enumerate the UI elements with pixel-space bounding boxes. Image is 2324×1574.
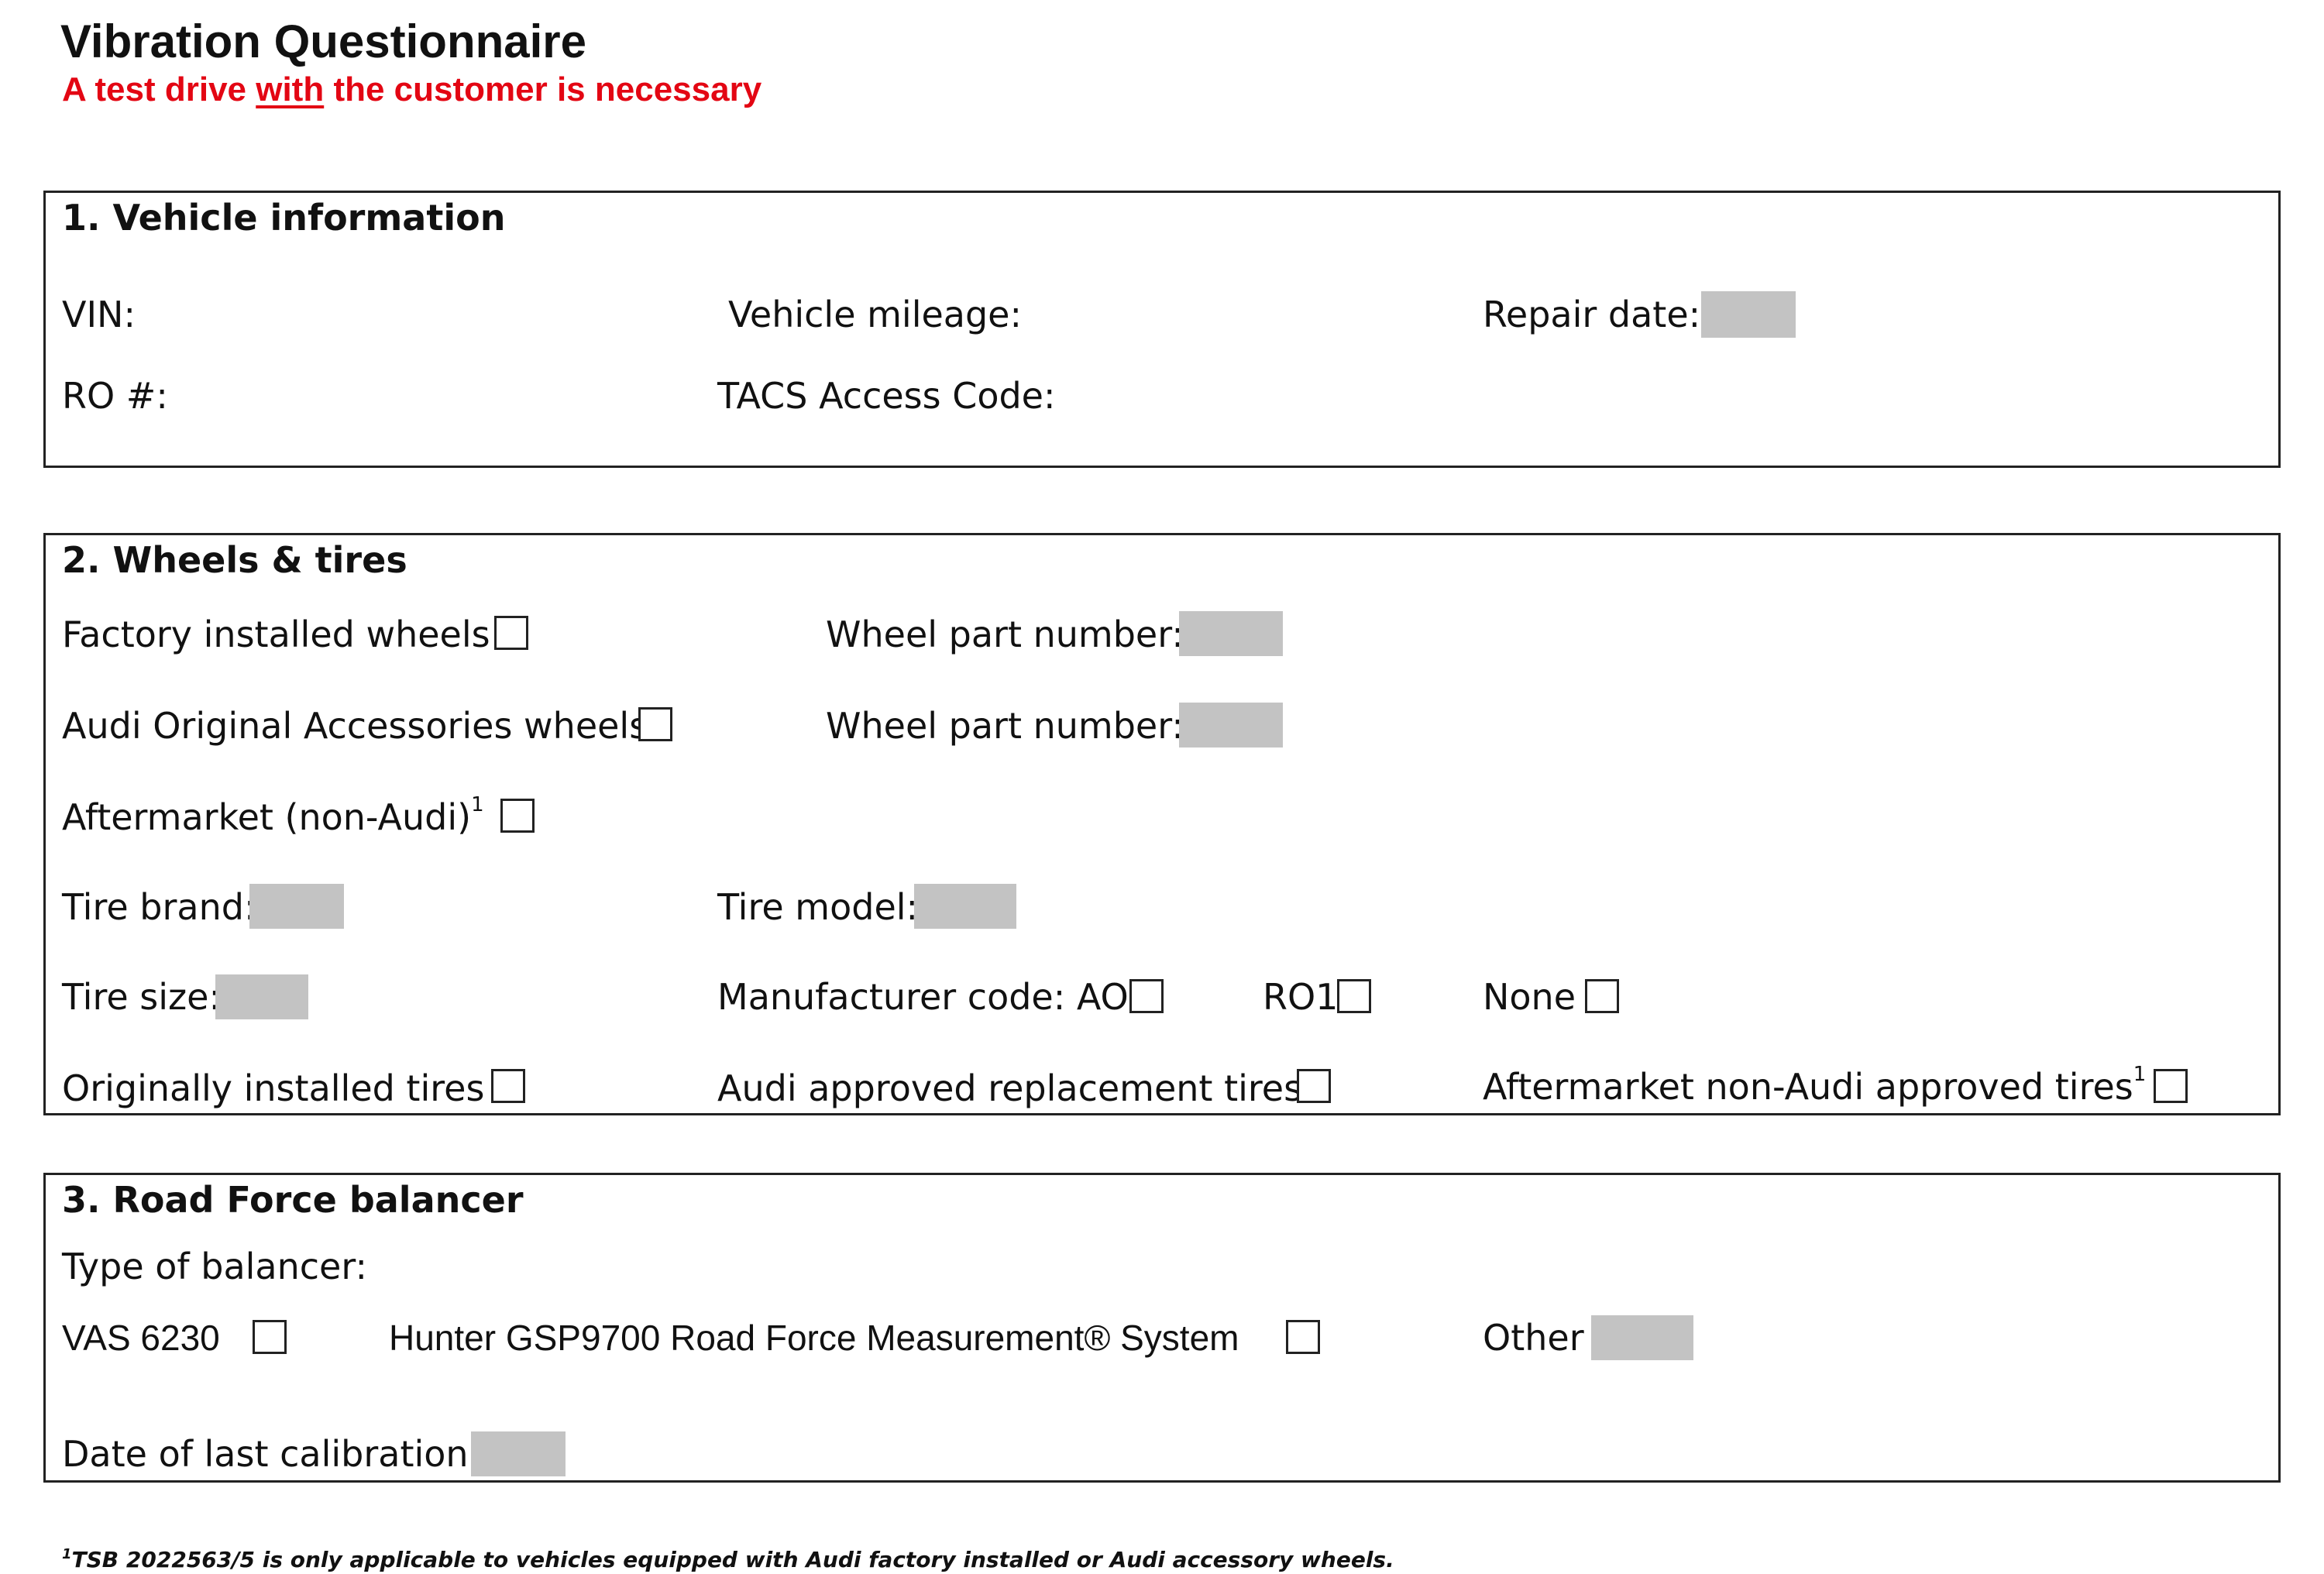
- subtitle-pre: A test drive: [62, 70, 256, 108]
- vehicle-mileage-label: Vehicle mileage:: [728, 294, 1022, 335]
- ao-code-checkbox[interactable]: [1129, 979, 1164, 1013]
- vas-6230-label: VAS 6230: [62, 1318, 220, 1358]
- wheel-part-number-label-1: Wheel part number:: [826, 613, 1184, 655]
- section-2-title: 2. Wheels & tires: [62, 539, 407, 581]
- hunter-balancer-label: Hunter GSP9700 Road Force Measurement® S…: [389, 1318, 1239, 1358]
- ro-number-label: RO #:: [62, 375, 168, 417]
- tire-brand-label: Tire brand:: [62, 886, 256, 928]
- wheel-part-number-field-2[interactable]: [1179, 703, 1283, 747]
- footnote-ref-2: 1: [2133, 1063, 2147, 1086]
- section-1-title: 1. Vehicle information: [62, 197, 506, 239]
- last-calibration-field[interactable]: [471, 1431, 566, 1476]
- none-code-checkbox[interactable]: [1585, 979, 1619, 1013]
- aftermarket-tires-label: Aftermarket non-Audi approved tires1: [1483, 1063, 2147, 1108]
- aftermarket-wheels-checkbox[interactable]: [500, 799, 535, 833]
- aoa-wheels-checkbox[interactable]: [638, 707, 672, 741]
- tire-size-field[interactable]: [215, 974, 308, 1019]
- repair-date-label: Repair date:: [1483, 294, 1701, 335]
- originally-installed-tires-checkbox[interactable]: [491, 1069, 525, 1103]
- footnote-text: TSB 2022563/5 is only applicable to vehi…: [71, 1547, 1394, 1572]
- vas-6230-checkbox[interactable]: [253, 1320, 287, 1354]
- aoa-wheels-label: Audi Original Accessories wheels: [62, 705, 648, 747]
- factory-wheels-checkbox[interactable]: [494, 616, 528, 650]
- page-subtitle: A test drive with the customer is necess…: [62, 73, 761, 107]
- tire-model-field[interactable]: [914, 884, 1016, 929]
- section-wheels-tires: [43, 533, 2281, 1115]
- type-of-balancer-label: Type of balancer:: [62, 1246, 367, 1287]
- tire-size-label: Tire size:: [62, 976, 221, 1018]
- ro1-code-label: RO1: [1263, 976, 1339, 1018]
- ro1-code-checkbox[interactable]: [1337, 979, 1371, 1013]
- page-title: Vibration Questionnaire: [60, 15, 587, 67]
- tire-brand-field[interactable]: [249, 884, 344, 929]
- subtitle-post: the customer is necessary: [324, 70, 762, 108]
- other-balancer-label: Other: [1483, 1317, 1584, 1359]
- other-balancer-field[interactable]: [1591, 1315, 1693, 1360]
- section-3-title: 3. Road Force balancer: [62, 1179, 524, 1221]
- footnote: 1TSB 2022563/5 is only applicable to veh…: [62, 1546, 1394, 1572]
- footnote-ref: 1: [471, 793, 484, 816]
- none-code-label: None: [1483, 976, 1576, 1018]
- aftermarket-wheels-label: Aftermarket (non-Audi)1: [62, 793, 484, 838]
- approved-replacement-tires-checkbox[interactable]: [1297, 1069, 1331, 1103]
- wheel-part-number-label-2: Wheel part number:: [826, 705, 1184, 747]
- section-road-force-balancer: [43, 1173, 2281, 1483]
- last-calibration-label: Date of last calibration:: [62, 1433, 481, 1475]
- footnote-marker: 1: [62, 1546, 72, 1562]
- wheel-part-number-field-1[interactable]: [1179, 611, 1283, 656]
- tacs-access-code-label: TACS Access Code:: [717, 375, 1056, 417]
- repair-date-field[interactable]: [1701, 291, 1796, 338]
- vin-label: VIN:: [62, 294, 136, 335]
- factory-wheels-label: Factory installed wheels: [62, 613, 490, 655]
- aftermarket-tires-checkbox[interactable]: [2154, 1069, 2188, 1103]
- hunter-balancer-checkbox[interactable]: [1286, 1320, 1320, 1354]
- subtitle-emphasis: with: [256, 70, 325, 108]
- section-vehicle-information: [43, 191, 2281, 468]
- originally-installed-tires-label: Originally installed tires: [62, 1067, 485, 1109]
- tire-model-label: Tire model:: [717, 886, 919, 928]
- manufacturer-code-label: Manufacturer code: AO: [717, 976, 1129, 1018]
- approved-replacement-tires-label: Audi approved replacement tires: [717, 1067, 1303, 1109]
